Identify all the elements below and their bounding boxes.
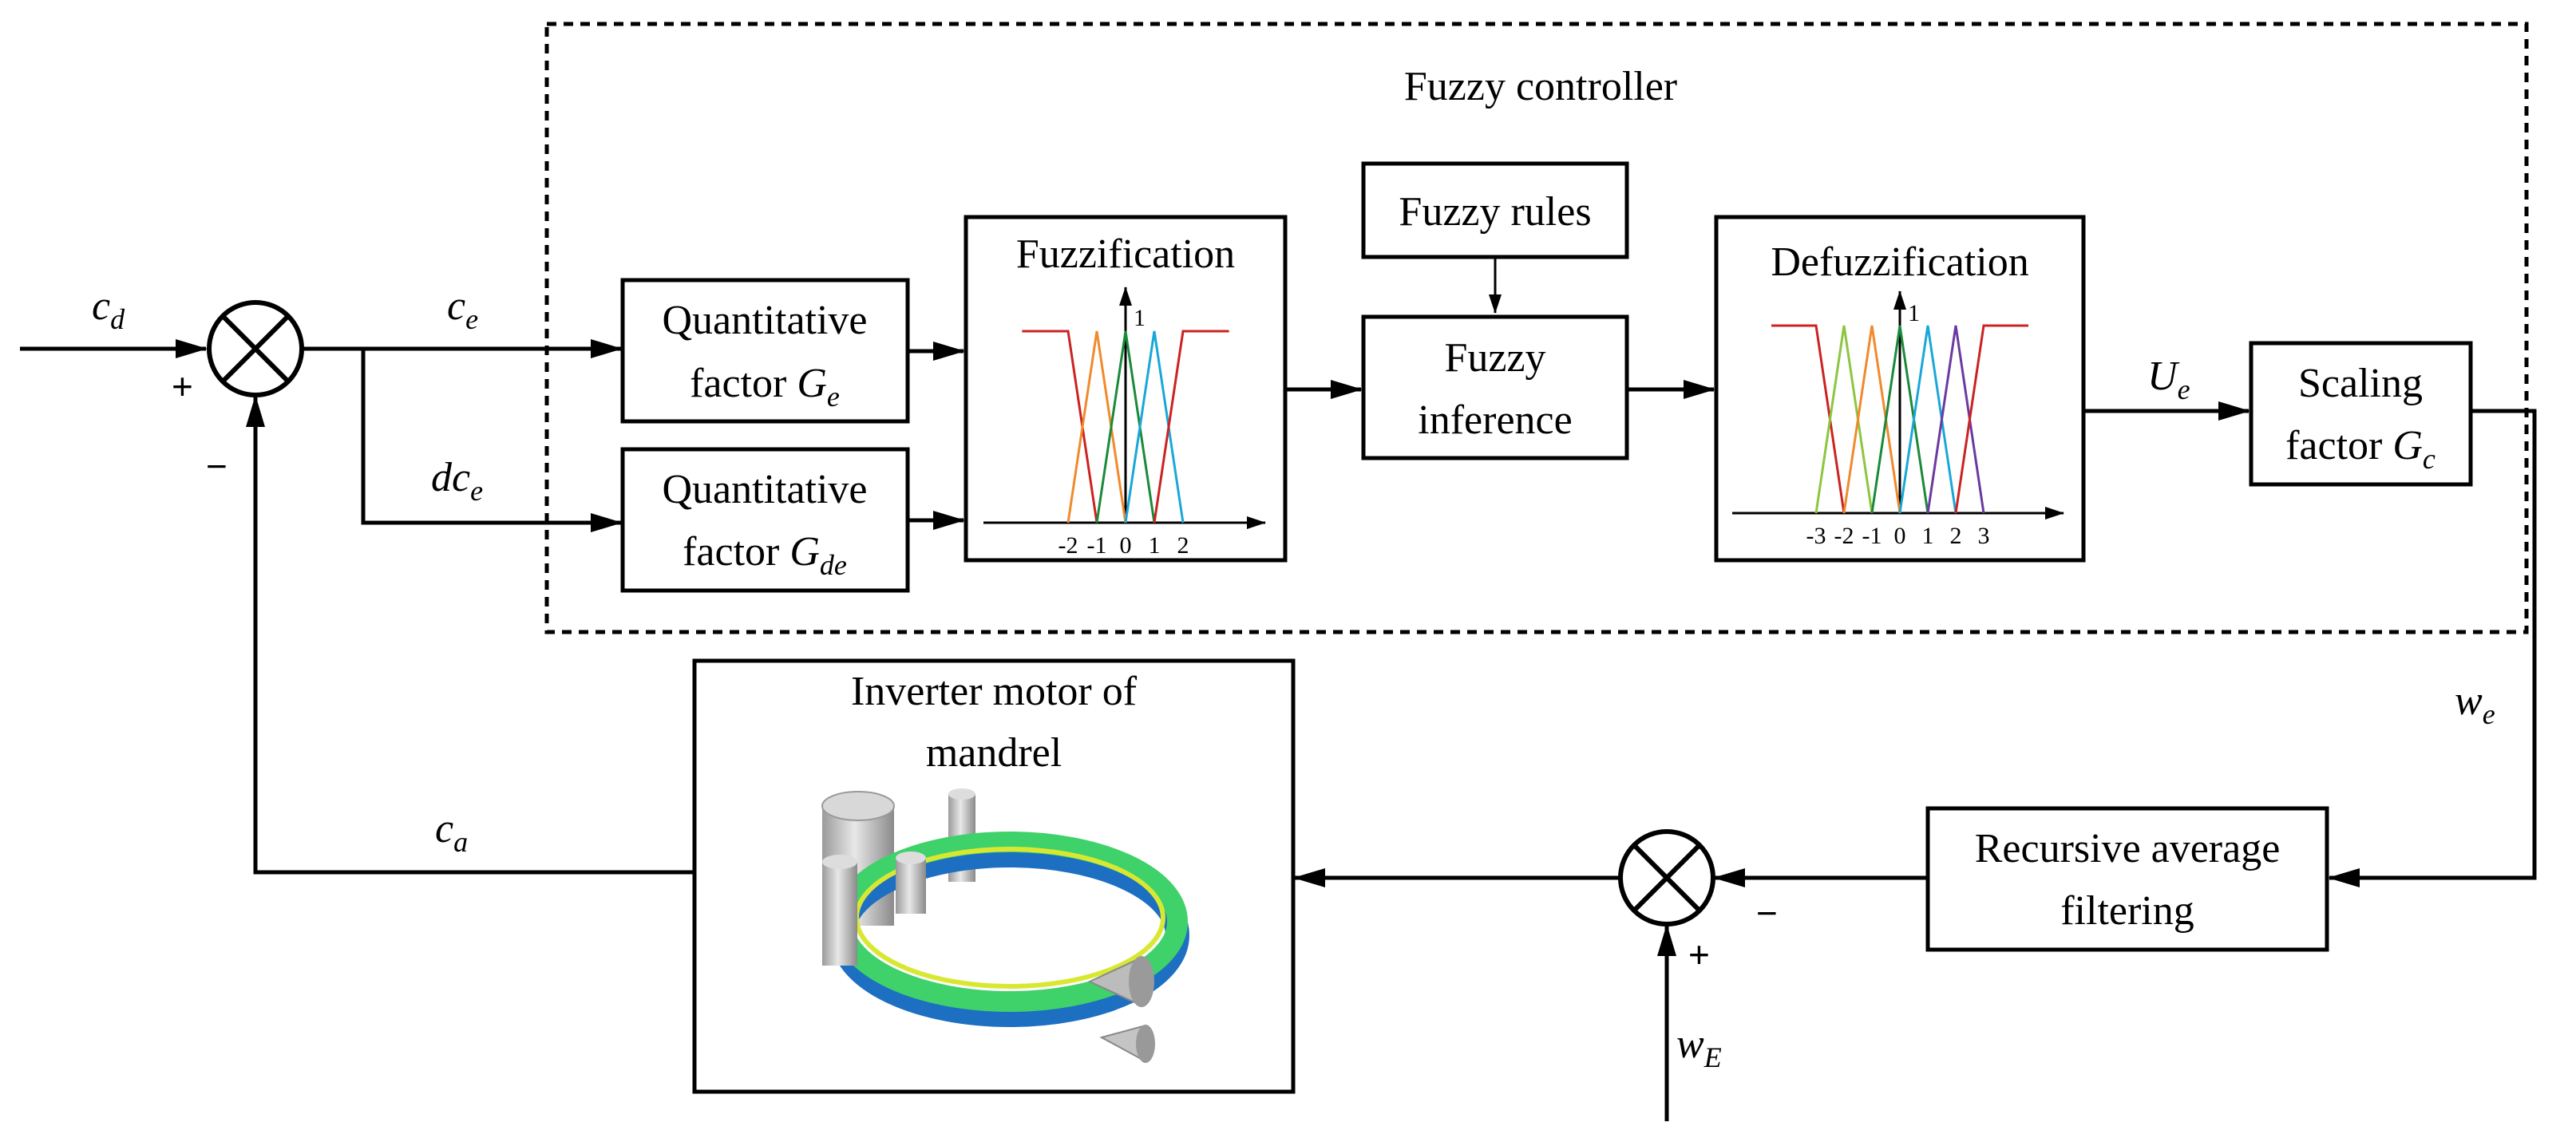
fuzzification-tick-label: -2: [1058, 532, 1078, 559]
defuzzification-tick-label: -3: [1806, 523, 1826, 549]
defuzzification-tick-label: -2: [1834, 523, 1854, 549]
scaling-line2: factor Gc: [2285, 423, 2436, 475]
defuzzification-mf-5: [1926, 325, 1985, 514]
recursive-average-filter-block: [1925, 806, 2329, 952]
fuzzy-inference-block: [1361, 314, 1629, 460]
motor-line1: Inverter motor of: [851, 669, 1138, 714]
fuzzy-rules-block: [1361, 161, 1629, 259]
summing-junction-1: [207, 300, 304, 397]
fuzzification-tick-label: 1: [1149, 532, 1161, 559]
signal-wE-label: wE: [1676, 1021, 1722, 1073]
defuzzification-tick-label: 2: [1950, 523, 1962, 549]
quant-ge-line1: Quantitative: [662, 298, 867, 343]
fuzzy-inference-line2: inference: [1418, 397, 1572, 443]
fuzzification-peak-label: 1: [1134, 305, 1146, 331]
signal-ca-label: ca: [435, 806, 468, 858]
quant-ge-line2: factor Ge: [690, 361, 840, 413]
quantitative-factor-gde-block: [620, 447, 910, 593]
fuzzification-mf-2: [1095, 330, 1156, 524]
sum1-plus-sign: +: [172, 365, 193, 407]
defuzzification-title: Defuzzification: [1771, 239, 2028, 285]
summing-junction-2: [1618, 829, 1715, 927]
fuzzification-mf-1: [1066, 330, 1127, 524]
fuzzification-tick-label: 2: [1177, 532, 1189, 559]
signal-ue-label: Ue: [2147, 354, 2190, 405]
inverter-motor-block: [692, 658, 1296, 1094]
fuzzy-controller-title: Fuzzy controller: [1404, 64, 1677, 109]
defuzzification-tick-label: -1: [1862, 523, 1882, 549]
motor-line2: mandrel: [926, 730, 1062, 776]
dce-wire: [361, 349, 623, 532]
defuzzification-tick-label: 0: [1894, 523, 1906, 549]
fuzzification-tick-label: -1: [1087, 532, 1107, 559]
ca-feedback-wire: [246, 395, 694, 875]
fuzzification-mf-3: [1124, 330, 1185, 524]
fuzzy-controller-region: [544, 22, 2529, 634]
fuzzification-title: Fuzzification: [1016, 231, 1235, 277]
we-wire: [2328, 409, 2537, 887]
sum2-minus-sign: −: [1756, 892, 1778, 934]
defuzzification-peak-label: 1: [1908, 300, 1920, 326]
quantitative-factor-ge-block: [620, 278, 910, 424]
defuzzification-mf-4: [1898, 325, 1957, 514]
signal-we-label: we: [2455, 678, 2495, 730]
scaling-line1: Scaling: [2298, 361, 2423, 406]
fuzzification-mf-0: [1022, 330, 1098, 524]
fuzzification-mf-4: [1153, 330, 1229, 524]
fuzzy-rules-label: Fuzzy rules: [1399, 189, 1591, 235]
signal-dce-label: dce: [431, 455, 483, 507]
sum1-minus-sign: −: [206, 445, 228, 487]
signal-ce-label: ce: [447, 283, 478, 335]
defuzzification-mf-3: [1870, 325, 1929, 514]
fuzzification-tick-label: 0: [1120, 532, 1132, 559]
sum2-plus-sign: +: [1688, 934, 1710, 975]
defuzzification-mf-2: [1842, 325, 1901, 514]
defuzzification-mf-0: [1771, 324, 1846, 514]
scaling-factor-gc-block: [2249, 341, 2473, 487]
signal-cd-label: cd: [92, 283, 125, 335]
quant-gde-line2: factor Gde: [683, 529, 847, 581]
defuzzification-mf-1: [1814, 325, 1874, 514]
mandrel-ring-illustration: [821, 788, 1189, 1063]
defuzzification-mf-6: [1954, 324, 2028, 514]
defuzzification-tick-label: 1: [1922, 523, 1934, 549]
defuzzification-tick-label: 3: [1978, 523, 1990, 549]
quant-gde-line1: Quantitative: [662, 467, 867, 512]
filter-line1: Recursive average: [1975, 826, 2281, 871]
fuzzy-inference-line1: Fuzzy: [1444, 335, 1545, 381]
filter-line2: filtering: [2060, 888, 2194, 934]
